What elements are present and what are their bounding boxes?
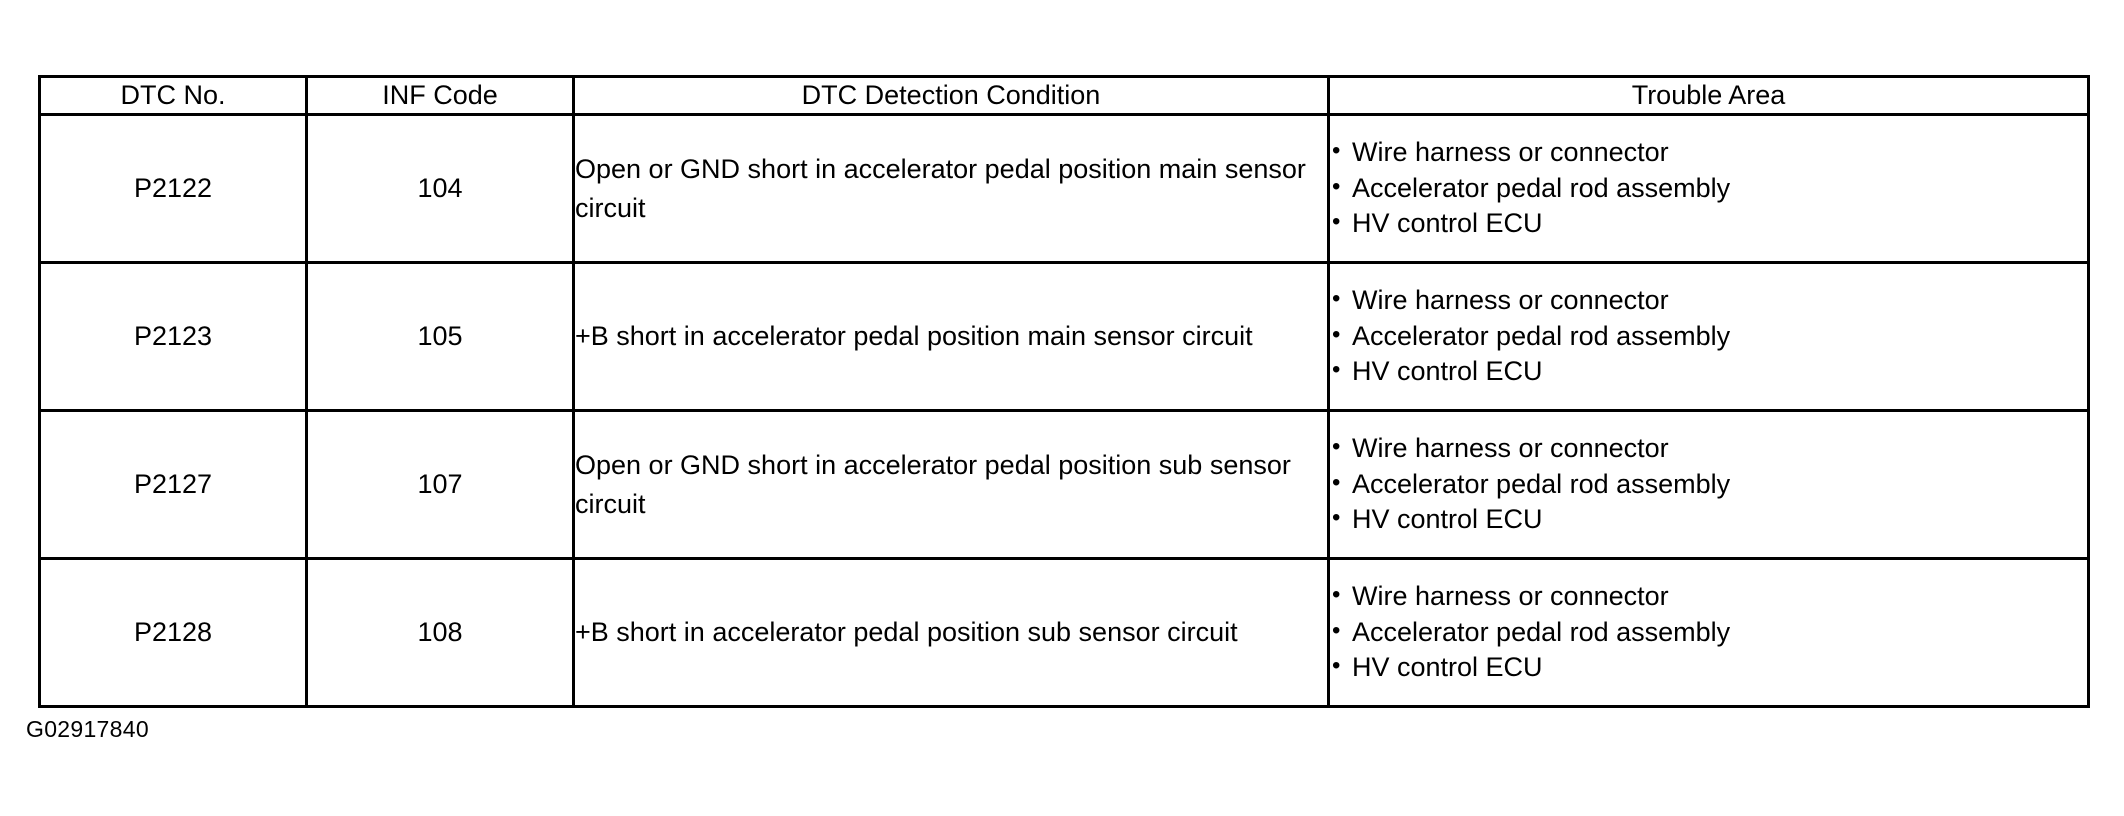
bullet-icon: •	[1332, 137, 1341, 165]
list-item: • Accelerator pedal rod assembly	[1330, 319, 2087, 355]
bullet-icon: •	[1332, 208, 1341, 236]
table-row: P2123 105 +B short in accelerator pedal …	[38, 261, 2090, 412]
list-item: • Accelerator pedal rod assembly	[1330, 171, 2087, 207]
cell-dtc-no: P2128	[38, 557, 308, 708]
table-row: P2127 107 Open or GND short in accelerat…	[38, 409, 2090, 560]
bullet-icon: •	[1332, 468, 1341, 496]
list-item: • HV control ECU	[1330, 502, 2087, 538]
bullet-icon: •	[1332, 616, 1341, 644]
cell-detection-condition: +B short in accelerator pedal position s…	[572, 557, 1330, 708]
cell-trouble-area: • Wire harness or connector • Accelerator …	[1327, 557, 2090, 708]
table-row: P2128 108 +B short in accelerator pedal …	[38, 557, 2090, 708]
list-item-label: Wire harness or connector	[1352, 137, 1669, 168]
cell-inf-code: 104	[305, 113, 575, 264]
bullet-icon: •	[1332, 172, 1341, 200]
list-item-label: HV control ECU	[1352, 504, 1543, 535]
list-item-label: Accelerator pedal rod assembly	[1352, 172, 1731, 203]
cell-detection-condition: Open or GND short in accelerator pedal p…	[572, 113, 1330, 264]
list-item: • HV control ECU	[1330, 206, 2087, 242]
bullet-icon: •	[1332, 320, 1341, 348]
bullet-icon: •	[1332, 285, 1341, 313]
bullet-icon: •	[1332, 652, 1341, 680]
cell-dtc-no: P2127	[38, 409, 308, 560]
list-item-label: HV control ECU	[1352, 356, 1543, 387]
cell-dtc-no: P2123	[38, 261, 308, 412]
cell-inf-code: 107	[305, 409, 575, 560]
list-item-label: HV control ECU	[1352, 652, 1543, 683]
table-header-row: DTC No. INF Code DTC Detection Condition…	[38, 75, 2090, 116]
list-item-label: Wire harness or connector	[1352, 433, 1669, 464]
list-item: • HV control ECU	[1330, 354, 2087, 390]
cell-trouble-area: • Wire harness or connector • Accelerator …	[1327, 261, 2090, 412]
cell-detection-condition: +B short in accelerator pedal position m…	[572, 261, 1330, 412]
column-header-detection-condition: DTC Detection Condition	[572, 75, 1330, 116]
list-item: • Wire harness or connector	[1330, 579, 2087, 615]
cell-inf-code: 108	[305, 557, 575, 708]
trouble-area-list: • Wire harness or connector • Accelerator …	[1330, 283, 2087, 390]
cell-detection-condition: Open or GND short in accelerator pedal p…	[572, 409, 1330, 560]
cell-inf-code: 105	[305, 261, 575, 412]
list-item-label: Wire harness or connector	[1352, 285, 1669, 316]
trouble-area-list: • Wire harness or connector • Accelerator …	[1330, 431, 2087, 538]
cell-dtc-no: P2122	[38, 113, 308, 264]
cell-trouble-area: • Wire harness or connector • Accelerator …	[1327, 409, 2090, 560]
list-item: • Wire harness or connector	[1330, 283, 2087, 319]
list-item: • Wire harness or connector	[1330, 431, 2087, 467]
list-item: • HV control ECU	[1330, 650, 2087, 686]
table-header: DTC No. INF Code DTC Detection Condition…	[38, 75, 2090, 116]
list-item-label: Accelerator pedal rod assembly	[1352, 468, 1731, 499]
bullet-icon: •	[1332, 504, 1341, 532]
list-item: • Accelerator pedal rod assembly	[1330, 615, 2087, 651]
bullet-icon: •	[1332, 356, 1341, 384]
bullet-icon: •	[1332, 581, 1341, 609]
cell-trouble-area: • Wire harness or connector • Accelerator …	[1327, 113, 2090, 264]
trouble-area-list: • Wire harness or connector • Accelerator …	[1330, 135, 2087, 242]
table-row: P2122 104 Open or GND short in accelerat…	[38, 113, 2090, 264]
column-header-trouble-area: Trouble Area	[1327, 75, 2090, 116]
column-header-inf-code: INF Code	[305, 75, 575, 116]
list-item: • Wire harness or connector	[1330, 135, 2087, 171]
column-header-dtc-no: DTC No.	[38, 75, 308, 116]
list-item-label: Accelerator pedal rod assembly	[1352, 320, 1731, 351]
figure-caption: G02917840	[26, 716, 149, 742]
dtc-table-container: DTC No. INF Code DTC Detection Condition…	[38, 75, 2090, 708]
list-item: • Accelerator pedal rod assembly	[1330, 467, 2087, 503]
bullet-icon: •	[1332, 433, 1341, 461]
trouble-area-list: • Wire harness or connector • Accelerator …	[1330, 579, 2087, 686]
list-item-label: Accelerator pedal rod assembly	[1352, 616, 1731, 647]
table-body: P2122 104 Open or GND short in accelerat…	[38, 113, 2090, 708]
dtc-table: DTC No. INF Code DTC Detection Condition…	[38, 75, 2090, 708]
list-item-label: Wire harness or connector	[1352, 581, 1669, 612]
list-item-label: HV control ECU	[1352, 208, 1543, 239]
